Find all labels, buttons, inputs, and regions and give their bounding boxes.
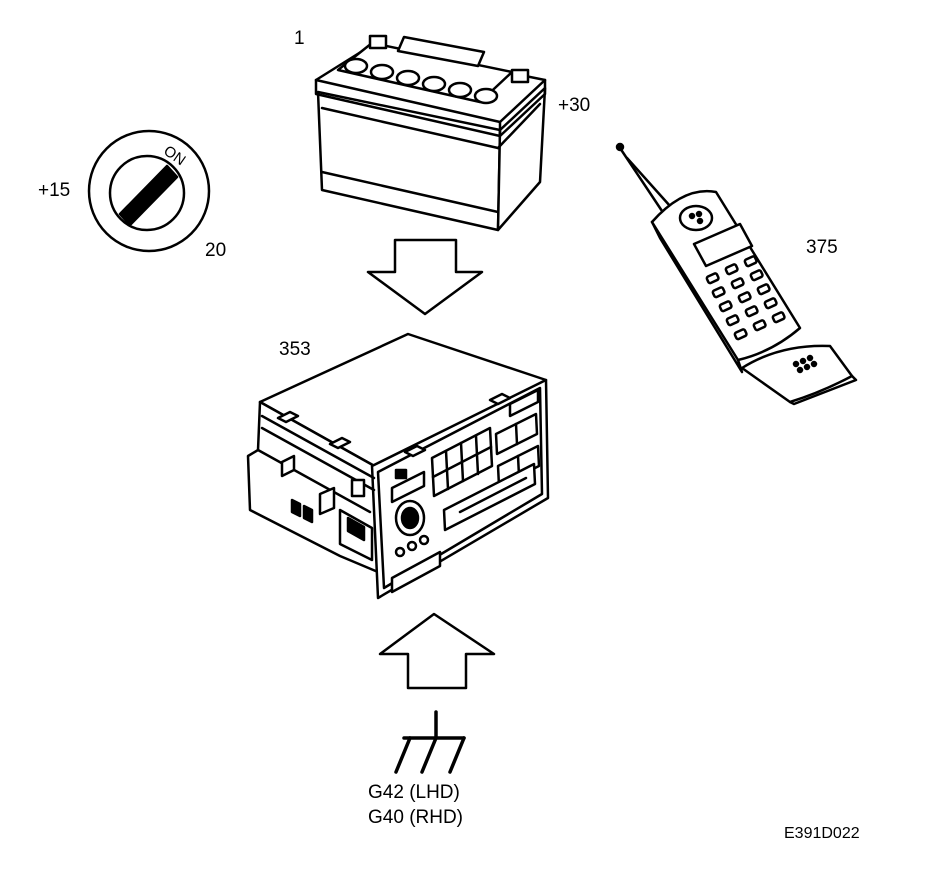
phone-label: 375 [806, 237, 838, 258]
ignition-switch-illustration: ON [87, 129, 211, 253]
radio-unit-illustration [246, 332, 550, 600]
ignition-switch-label: 20 [205, 240, 227, 261]
battery-illustration [314, 34, 547, 232]
ground-arrow-up [378, 612, 496, 690]
battery-label: 1 [294, 28, 305, 49]
ground-rhd-label: G40 (RHD) [368, 807, 464, 828]
mobile-phone-illustration [615, 142, 858, 406]
ground-lhd-label: G42 (LHD) [368, 782, 460, 803]
drawing-reference: E391D022 [784, 825, 860, 842]
battery-terminal-label: +30 [558, 95, 591, 116]
ignition-terminal-label: +15 [38, 180, 71, 201]
supply-arrow-down [366, 238, 484, 316]
radio-label: 353 [279, 339, 311, 360]
ground-symbol [394, 710, 466, 774]
